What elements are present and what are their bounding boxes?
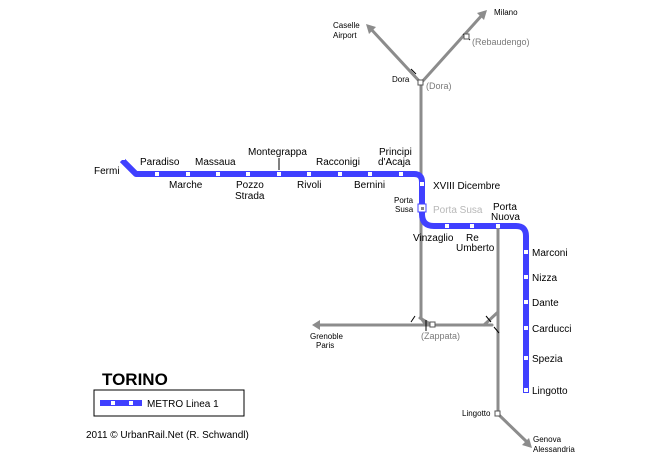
- metro-route: [119, 157, 529, 393]
- rail-milano-branch: [419, 12, 485, 85]
- station-dante: [524, 300, 528, 304]
- label-zappata: (Zappata): [421, 331, 460, 341]
- label-genova-2: Alessandria: [533, 445, 575, 454]
- lingotto-fs-tick: [493, 326, 500, 334]
- station-xviii-dicembre: [420, 182, 424, 186]
- label-dante: Dante: [532, 298, 559, 309]
- station-carducci: [524, 326, 528, 330]
- metro-line-1: [119, 157, 529, 393]
- label-montegrappa: Montegrappa: [248, 147, 307, 158]
- station-vinzaglio: [445, 224, 449, 228]
- label-principi-1: Principi: [379, 147, 412, 158]
- station-zappata: [429, 321, 436, 328]
- station-rivoli: [307, 172, 311, 176]
- label-caselle-2: Airport: [333, 31, 357, 40]
- station-pozzo-strada: [246, 172, 250, 176]
- legend-swatch-station-2: [129, 401, 133, 405]
- label-porta-nuova-1: Porta: [493, 202, 517, 213]
- station-re-umberto: [470, 224, 474, 228]
- rail-caselle-branch: [368, 26, 423, 85]
- label-rivoli: Rivoli: [297, 180, 321, 191]
- station-marconi: [524, 250, 528, 254]
- label-fermi: Fermi: [94, 166, 120, 177]
- label-caselle-1: Caselle: [333, 21, 360, 30]
- station-marche: [186, 172, 190, 176]
- label-re-umberto-1: Re: [466, 233, 479, 244]
- station-dora: [417, 79, 424, 86]
- label-dora: Dora: [392, 75, 410, 84]
- label-pozzo-1: Pozzo: [236, 180, 264, 191]
- station-racconigi: [338, 172, 342, 176]
- station-massaua: [216, 172, 220, 176]
- station-montegrappa: [277, 172, 281, 176]
- station-rebaudengo: [463, 33, 470, 40]
- metro-stations: [121, 156, 528, 392]
- label-re-umberto-2: Umberto: [456, 243, 495, 254]
- dora-tick-1: [410, 68, 417, 75]
- station-lingotto-fs: [494, 410, 501, 417]
- zappata-tick-2: [485, 315, 492, 323]
- label-dora-paren: (Dora): [426, 81, 452, 91]
- label-vinzaglio: Vinzaglio: [413, 233, 454, 244]
- label-bernini: Bernini: [354, 180, 385, 191]
- label-spezia: Spezia: [532, 354, 563, 365]
- label-porta-susa-1: Porta: [394, 196, 414, 205]
- label-rebaudengo: (Rebaudengo): [472, 37, 530, 47]
- station-bernini: [368, 172, 372, 176]
- dora-tick-2: [410, 315, 416, 323]
- legend: METRO Linea 1: [93, 389, 245, 417]
- label-lingotto-fs: Lingotto: [462, 409, 491, 418]
- station-spezia: [524, 356, 528, 360]
- station-porta-nuova: [496, 224, 500, 228]
- label-xviii-dicembre: XVIII Dicembre: [433, 181, 501, 192]
- label-genova-1: Genova: [533, 435, 562, 444]
- station-nizza: [524, 275, 528, 279]
- label-principi-2: d'Acaja: [378, 157, 411, 168]
- label-grenoble-2: Paris: [316, 341, 334, 350]
- rail-stations: [417, 33, 501, 417]
- label-racconigi: Racconigi: [316, 157, 360, 168]
- porta-susa-interchange: [417, 203, 427, 213]
- station-fermi: [121, 156, 125, 160]
- label-grenoble-1: Grenoble: [310, 332, 343, 341]
- label-marconi: Marconi: [532, 248, 568, 259]
- map-title: TORINO: [102, 370, 168, 389]
- label-paradiso: Paradiso: [140, 157, 180, 168]
- label-porta-susa-metro: Porta Susa: [433, 205, 483, 216]
- station-paradiso: [155, 172, 159, 176]
- label-nizza: Nizza: [532, 273, 557, 284]
- legend-label: METRO Linea 1: [147, 399, 219, 410]
- metro-labels: Fermi Paradiso Marche Massaua Pozzo Stra…: [94, 147, 571, 397]
- arrow-caselle-icon: [366, 24, 376, 34]
- station-principi: [399, 172, 403, 176]
- credit-text: 2011 © UrbanRail.Net (R. Schwandl): [86, 430, 249, 441]
- label-carducci: Carducci: [532, 324, 571, 335]
- label-marche: Marche: [169, 180, 203, 191]
- rail-arrows: [312, 10, 532, 448]
- label-milano: Milano: [494, 8, 518, 17]
- station-porta-susa-inner: [421, 207, 424, 210]
- station-lingotto: [524, 388, 528, 392]
- label-pozzo-2: Strada: [235, 191, 265, 202]
- arrow-milano-icon: [477, 10, 487, 20]
- arrow-grenoble-icon: [312, 320, 320, 330]
- arrow-genova-icon: [522, 438, 532, 448]
- label-porta-susa-2: Susa: [395, 205, 414, 214]
- label-massaua: Massaua: [195, 157, 236, 168]
- legend-swatch-station-1: [111, 401, 115, 405]
- label-porta-nuova-2: Nuova: [491, 212, 520, 223]
- rail-labels: Caselle Airport Milano (Rebaudengo) Dora…: [310, 8, 575, 454]
- label-lingotto: Lingotto: [532, 386, 568, 397]
